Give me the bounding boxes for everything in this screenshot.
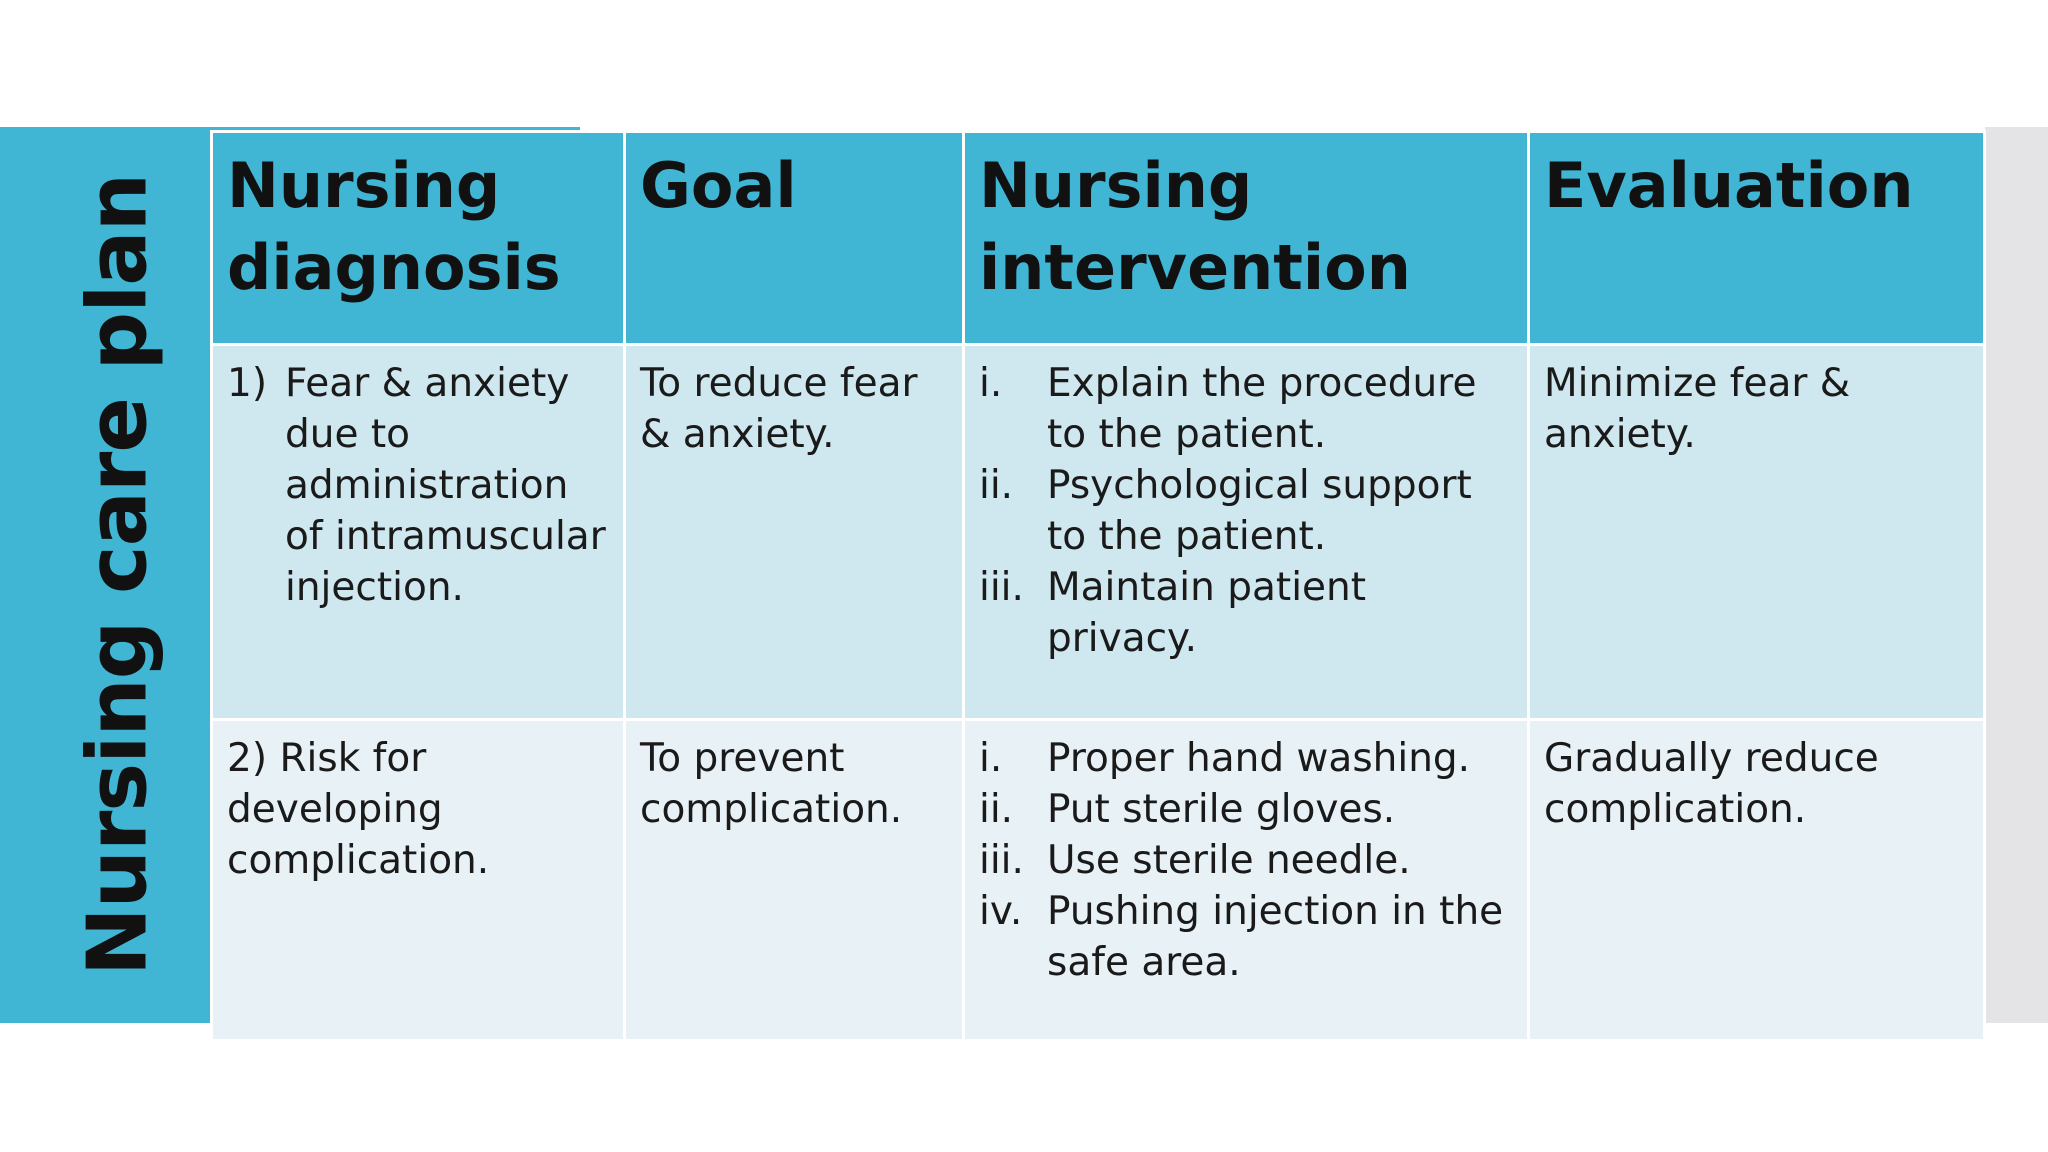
evaluation-cell: Minimize fear & anxiety. bbox=[1527, 343, 1986, 721]
table-row: 2) Risk for developing complication. To … bbox=[210, 718, 1986, 1042]
list-item: ii. Psychological support to the patient… bbox=[979, 460, 1513, 562]
list-marker: ii. bbox=[979, 463, 1014, 508]
list-item: i. Explain the procedure to the patient. bbox=[979, 358, 1513, 460]
intervention-text: Put sterile gloves. bbox=[1047, 787, 1396, 832]
list-marker: iii. bbox=[979, 565, 1024, 610]
header-nursing-intervention: Nursing intervention bbox=[962, 130, 1530, 346]
goal-cell: To prevent complication. bbox=[623, 718, 965, 1042]
header-goal: Goal bbox=[623, 130, 965, 346]
intervention-cell: i. Explain the procedure to the patient.… bbox=[962, 343, 1530, 721]
slide-title: Nursing care plan bbox=[70, 173, 166, 977]
care-plan-table: Nursing diagnosis Goal Nursing intervent… bbox=[210, 130, 1986, 1042]
list-item: iii. Maintain patient privacy. bbox=[979, 562, 1513, 664]
intervention-text: Explain the procedure to the patient. bbox=[1047, 361, 1477, 457]
header-row: Nursing diagnosis Goal Nursing intervent… bbox=[210, 130, 1986, 346]
side-panel bbox=[1985, 127, 2048, 1023]
list-marker: ii. bbox=[979, 787, 1014, 832]
goal-cell: To reduce fear & anxiety. bbox=[623, 343, 965, 721]
list-item: iii. Use sterile needle. bbox=[979, 835, 1513, 886]
intervention-text: Pushing injection in the safe area. bbox=[1047, 889, 1504, 985]
header-evaluation: Evaluation bbox=[1527, 130, 1986, 346]
list-marker: iv. bbox=[979, 889, 1023, 934]
list-marker: i. bbox=[979, 361, 1003, 406]
diagnosis-number: 1) bbox=[227, 361, 268, 406]
list-item: i. Proper hand washing. bbox=[979, 733, 1513, 784]
intervention-text: Proper hand washing. bbox=[1047, 736, 1471, 781]
diagnosis-text: Risk for developing complication. bbox=[227, 736, 490, 883]
list-marker: i. bbox=[979, 736, 1003, 781]
table-row: 1) Fear & anxiety due to administration … bbox=[210, 343, 1986, 721]
list-marker: iii. bbox=[979, 838, 1024, 883]
list-item: iv. Pushing injection in the safe area. bbox=[979, 886, 1513, 988]
diagnosis-number: 2) bbox=[227, 736, 268, 781]
intervention-cell: i. Proper hand washing. ii. Put sterile … bbox=[962, 718, 1530, 1042]
diagnosis-text: Fear & anxiety due to administration of … bbox=[285, 361, 606, 610]
list-item: ii. Put sterile gloves. bbox=[979, 784, 1513, 835]
intervention-text: Use sterile needle. bbox=[1047, 838, 1411, 883]
intervention-text: Psychological support to the patient. bbox=[1047, 463, 1472, 559]
intervention-text: Maintain patient privacy. bbox=[1047, 565, 1367, 661]
diagnosis-cell: 1) Fear & anxiety due to administration … bbox=[210, 343, 626, 721]
evaluation-cell: Gradually reduce complication. bbox=[1527, 718, 1986, 1042]
diagnosis-cell: 2) Risk for developing complication. bbox=[210, 718, 626, 1042]
header-nursing-diagnosis: Nursing diagnosis bbox=[210, 130, 626, 346]
